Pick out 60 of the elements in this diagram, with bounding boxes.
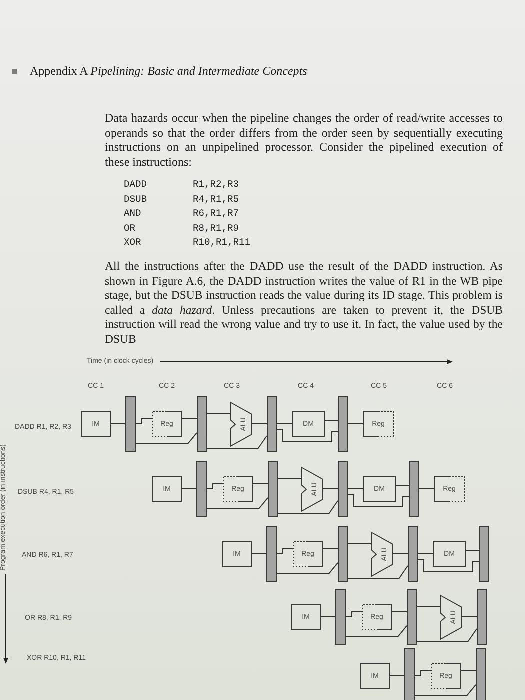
connector-line	[322, 488, 338, 490]
register-operands: R10,R1,R11	[193, 237, 251, 249]
instruction-opcode: OR	[124, 222, 136, 234]
connector-line	[346, 612, 362, 618]
body-paragraph: All the instructions after the DADD use the result of the DADD instruction. As shown in Figure A.6, the DADD instruction writes the value of R1 in the WB pipe stage, but the DSUB instruction reads the value during its ID stage. This problem is called a data hazard. Unless precautions are taken to prevent it, the DSUB instruction will read the wrong value and try to use it. In fact, the value used by the DSUB	[105, 260, 503, 347]
connector-line	[182, 418, 198, 420]
pipeline-register-bar	[404, 648, 415, 700]
pipeline-register-bar	[407, 589, 417, 645]
pipeline-register-bar	[338, 461, 348, 517]
instruction-opcode: DSUB	[124, 194, 148, 206]
pipeline-register-bar	[197, 396, 207, 452]
connector-line	[206, 436, 268, 450]
register-operands: R4,R1,R5	[193, 194, 240, 206]
pipeline-register-bar	[476, 648, 486, 700]
connector-line	[418, 488, 434, 490]
connector-line	[348, 566, 408, 580]
connector-line	[206, 498, 268, 510]
connector-line	[418, 560, 480, 572]
pipeline-register-bar	[338, 396, 348, 452]
connector-line	[278, 478, 302, 480]
instruction-opcode: AND	[124, 208, 142, 220]
pipeline-register-bar	[409, 461, 419, 517]
register-operands: R1,R2,R3	[193, 179, 240, 191]
connector-line	[276, 562, 338, 574]
instruction-opcode: DADD	[124, 179, 148, 191]
connector-line	[416, 628, 478, 642]
connector-line	[182, 488, 196, 490]
pipeline-register-bar	[125, 396, 136, 452]
connector-line	[324, 420, 338, 422]
register-operands: R8,R1,R9	[193, 222, 240, 234]
pipeline-register-bar	[267, 396, 277, 452]
body-paragraph: Data hazards occur when the pipeline changes the order of read/write accesses to operands so that the order differs from the order seen by sequentially executing instructions on an unpipelined processor. Consider the pipelined execution of these instructions:	[105, 111, 503, 169]
pipeline-register-bar	[338, 526, 348, 582]
register-operands: R6,R1,R7	[193, 208, 240, 220]
connector-line	[322, 548, 338, 550]
connector-line	[414, 684, 476, 696]
pipeline-register-bar	[408, 526, 418, 582]
connector-line	[276, 548, 294, 554]
connector-line	[278, 500, 338, 514]
connector-line	[416, 606, 440, 608]
connector-line	[276, 430, 338, 442]
connector-line	[466, 550, 480, 552]
pipeline-register-bar	[335, 589, 346, 645]
instruction-opcode: XOR	[124, 237, 142, 249]
connector-line	[414, 670, 432, 676]
pipeline-register-bar	[196, 461, 207, 517]
pipeline-register-bar	[266, 526, 277, 582]
connector-line	[460, 670, 476, 672]
connector-line	[206, 484, 224, 490]
connector-line	[348, 494, 410, 508]
running-header: Appendix A Pipelining: Basic and Intermediate Concepts	[30, 64, 308, 79]
connector-line	[462, 616, 478, 618]
connector-line	[136, 418, 152, 424]
pipeline-register-bar	[477, 589, 487, 645]
connector-line	[320, 616, 336, 618]
connector-line	[346, 626, 408, 638]
connector-line	[136, 432, 198, 444]
pipeline-register-bar	[268, 461, 278, 517]
connector-line	[348, 488, 364, 490]
pipeline-register-bar	[479, 526, 489, 582]
